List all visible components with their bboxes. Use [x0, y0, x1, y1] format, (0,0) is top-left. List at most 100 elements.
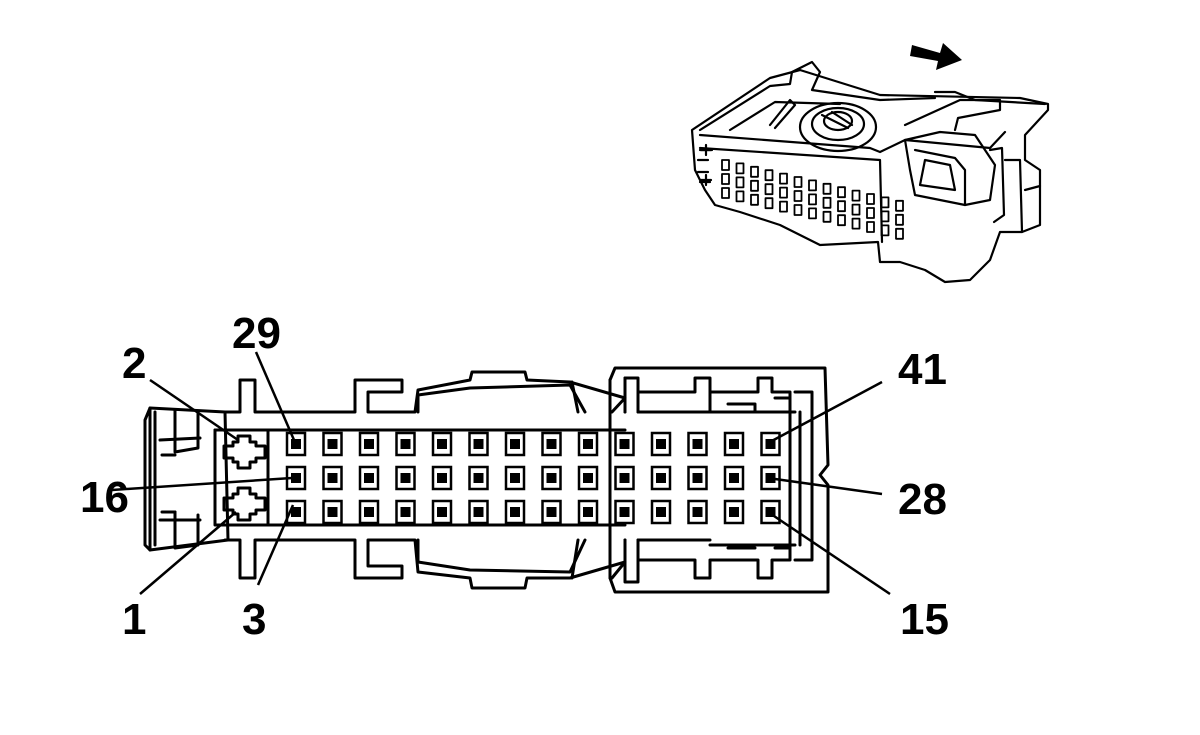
- terminal-cavity: [541, 465, 562, 491]
- terminal-cavity: [760, 431, 781, 457]
- terminal-cavity: [541, 431, 562, 457]
- terminal-cavity: [322, 499, 343, 525]
- terminal-cavity: [468, 465, 489, 491]
- terminal-cavity: [431, 465, 453, 491]
- terminal-cavity: [614, 465, 635, 491]
- iso-terminal-cavity: [764, 183, 774, 196]
- iso-terminal-cavity: [880, 210, 890, 223]
- leader-line-pin-29: [254, 351, 296, 441]
- terminal-cavity: [468, 431, 489, 457]
- leader-line-pin-2: [149, 378, 239, 442]
- terminal-cavity: [358, 431, 380, 457]
- leader-line-pin-28: [767, 476, 883, 496]
- pin-label-28: 28: [898, 475, 947, 524]
- terminal-cavity: [723, 499, 745, 525]
- arrow-right-icon: [910, 43, 962, 70]
- iso-terminal-cavity: [779, 172, 788, 185]
- terminal-cavity: [322, 431, 343, 457]
- iso-terminal-cavity: [822, 210, 832, 223]
- terminal-cavity: [358, 499, 380, 525]
- power-terminal-1: [222, 486, 267, 522]
- iso-terminal-cavity: [721, 159, 730, 171]
- terminal-cavity: [577, 465, 599, 491]
- iso-terminal-cavity: [735, 162, 745, 175]
- iso-terminal-cavity: [793, 176, 803, 188]
- iso-terminal-cavity: [808, 207, 817, 220]
- terminal-cavity: [650, 499, 672, 525]
- iso-terminal-cavity: [735, 190, 745, 203]
- iso-terminal-cavity: [721, 187, 730, 199]
- iso-terminal-cavity: [822, 196, 832, 209]
- leader-line-pin-16: [111, 476, 293, 492]
- iso-terminal-cavity: [866, 221, 875, 233]
- terminal-cavity: [577, 431, 599, 457]
- terminal-cavity: [541, 499, 562, 525]
- iso-terminal-cavity: [764, 169, 774, 182]
- iso-terminal-cavity: [895, 199, 904, 212]
- terminal-cavity: [322, 465, 343, 491]
- iso-terminal-cavity: [837, 200, 846, 213]
- iso-terminal-cavity: [735, 176, 745, 189]
- iso-terminal-cavity: [808, 179, 817, 192]
- terminal-cavity: [431, 499, 453, 525]
- power-terminal-2: [222, 434, 267, 470]
- iso-terminal-cavity: [880, 196, 890, 209]
- terminal-cavity: [504, 431, 526, 457]
- iso-terminal-cavity: [750, 179, 759, 192]
- leader-line-pin-41: [767, 380, 883, 445]
- terminal-cavity: [723, 465, 745, 491]
- terminal-cavity: [650, 431, 672, 457]
- terminal-cavity: [687, 465, 708, 491]
- terminal-cavity: [650, 465, 672, 491]
- terminal-cavity: [395, 431, 416, 457]
- terminal-grid: [285, 431, 781, 525]
- terminal-cavity: [504, 499, 526, 525]
- iso-terminal-cavity: [851, 189, 861, 202]
- pin-label-1: 1: [122, 595, 146, 644]
- iso-terminal-cavity: [793, 190, 803, 202]
- pin-label-29: 29: [232, 309, 281, 358]
- terminal-cavity: [431, 431, 453, 457]
- terminal-cavity: [504, 465, 526, 491]
- terminal-cavity: [687, 499, 708, 525]
- terminal-cavity: [395, 465, 416, 491]
- leader-line-pin-3: [256, 504, 295, 586]
- terminal-cavity: [577, 499, 599, 525]
- iso-terminal-cavity: [822, 182, 832, 195]
- iso-terminal-cavity: [837, 186, 846, 199]
- terminal-cavity: [468, 499, 489, 525]
- connector-isometric-icon: [690, 60, 1050, 284]
- terminal-cavity: [687, 431, 708, 457]
- terminal-cavity: [614, 499, 635, 525]
- iso-terminal-cavity: [895, 227, 904, 240]
- leader-line-pin-1: [139, 511, 237, 595]
- pin-label-41: 41: [898, 345, 947, 394]
- iso-terminal-cavity: [750, 193, 759, 206]
- iso-terminal-cavity: [880, 224, 890, 237]
- pin-label-16: 16: [80, 473, 129, 522]
- iso-terminal-cavity: [721, 173, 730, 185]
- iso-terminal-cavity: [764, 197, 774, 210]
- terminal-cavity: [614, 431, 635, 457]
- iso-terminal-cavity: [851, 217, 861, 230]
- terminal-cavity: [760, 499, 781, 525]
- connector-front-view: [143, 366, 830, 594]
- leader-line-pin-15: [767, 510, 891, 596]
- terminal-cavity: [395, 499, 416, 525]
- leader-lines: [111, 351, 891, 596]
- iso-terminal-cavity: [793, 204, 803, 216]
- pin-label-3: 3: [242, 595, 266, 644]
- terminal-cavity: [723, 431, 745, 457]
- terminal-cavity: [285, 499, 307, 525]
- pin-label-2: 2: [122, 339, 146, 388]
- iso-terminal-cavity: [750, 165, 759, 178]
- iso-terminal-cavity: [808, 193, 817, 206]
- iso-terminal-cavity: [866, 207, 875, 219]
- iso-terminal-cavity: [837, 214, 846, 227]
- iso-terminal-cavity: [866, 193, 875, 205]
- iso-terminal-cavity: [895, 213, 904, 226]
- iso-terminal-cavity: [779, 186, 788, 199]
- terminal-cavity: [358, 465, 380, 491]
- iso-terminal-cavity: [779, 200, 788, 213]
